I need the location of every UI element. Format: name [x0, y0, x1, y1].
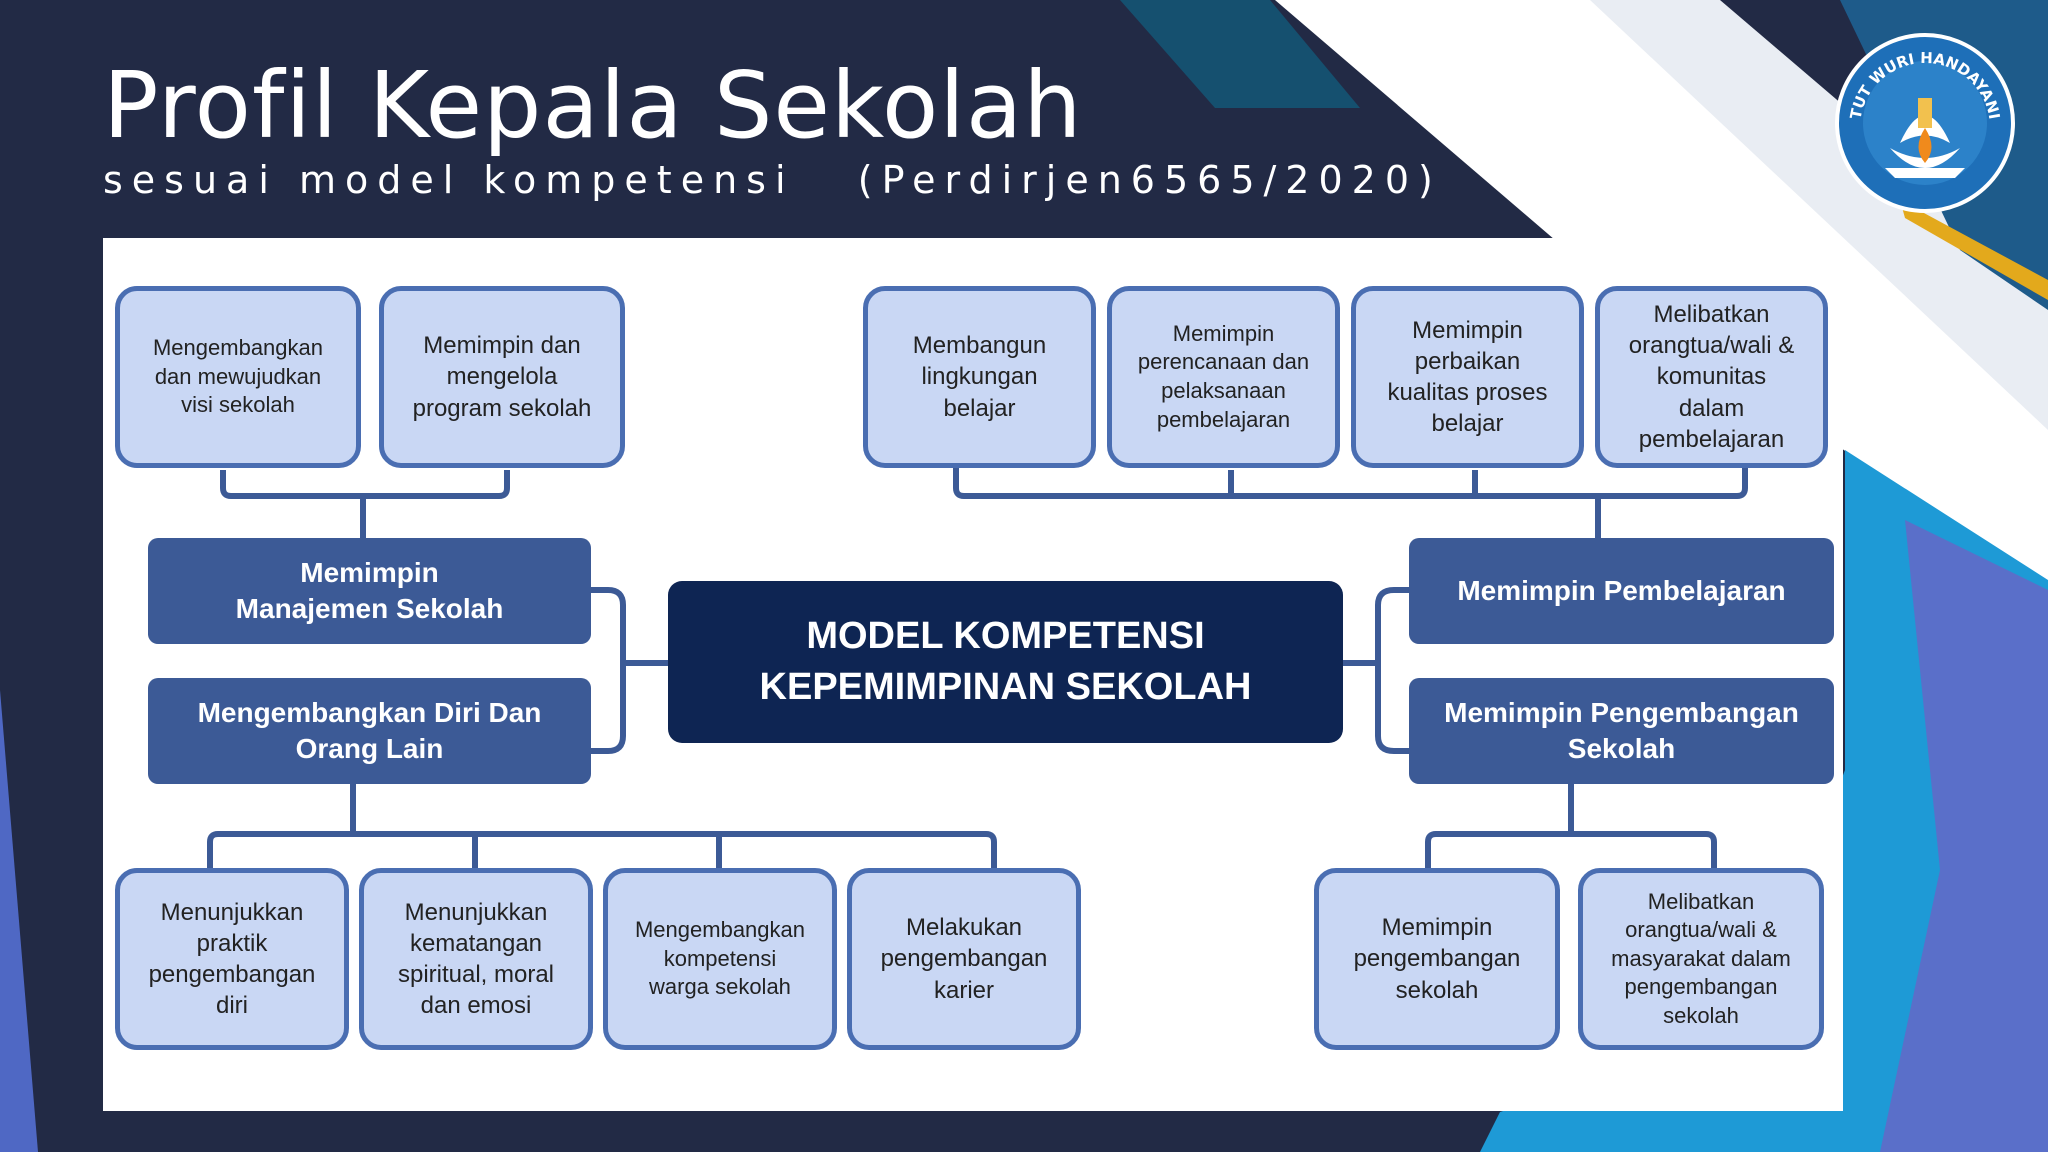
pembelajaran-item-perbaikan: Memimpin perbaikan kualitas proses belaj… — [1351, 286, 1584, 468]
pembelajaran-item-perencanaan: Memimpin perencanaan dan pelaksanaan pem… — [1107, 286, 1340, 468]
tut-wuri-handayani-emblem-icon: TUT WURI HANDAYANI — [1835, 33, 2015, 213]
page-subtitle: sesuai model kompetensi (Perdirjen6565/2… — [103, 158, 1442, 202]
page-title: Profil Kepala Sekolah — [103, 52, 1083, 159]
manajemen-item-visi: Mengembangkan dan mewujudkan visi sekola… — [115, 286, 361, 468]
category-pengembangan-diri: Mengembangkan Diri Dan Orang Lain — [148, 678, 591, 784]
pengembangan-diri-item-praktik: Menunjukkan praktik pengembangan diri — [115, 868, 349, 1050]
pengembangan-sekolah-item-memimpin: Memimpin pengembangan sekolah — [1314, 868, 1560, 1050]
pembelajaran-item-lingkungan: Membangun lingkungan belajar — [863, 286, 1096, 468]
connector-lines — [207, 460, 1748, 868]
category-pembelajaran: Memimpin Pembelajaran — [1409, 538, 1834, 644]
pengembangan-sekolah-item-orangtua: Melibatkan orangtua/wali & masyarakat da… — [1578, 868, 1824, 1050]
category-pengembangan-sekolah: Memimpin Pengembangan Sekolah — [1409, 678, 1834, 784]
pengembangan-diri-item-kompetensi: Mengembangkan kompetensi warga sekolah — [603, 868, 837, 1050]
pengembangan-diri-item-karier: Melakukan pengembangan karier — [847, 868, 1081, 1050]
tut-wuri-handayani-logo: TUT WURI HANDAYANI — [1830, 28, 2020, 218]
pengembangan-diri-item-kematangan: Menunjukkan kematangan spiritual, moral … — [359, 868, 593, 1050]
manajemen-item-program: Memimpin dan mengelola program sekolah — [379, 286, 625, 468]
category-manajemen-sekolah: Memimpin Manajemen Sekolah — [148, 538, 591, 644]
central-model-box: MODEL KOMPETENSI KEPEMIMPINAN SEKOLAH — [668, 581, 1343, 743]
diagram-panel: Mengembangkan dan mewujudkan visi sekola… — [103, 238, 1843, 1111]
pembelajaran-item-orangtua: Melibatkan orangtua/wali & komunitas dal… — [1595, 286, 1828, 468]
